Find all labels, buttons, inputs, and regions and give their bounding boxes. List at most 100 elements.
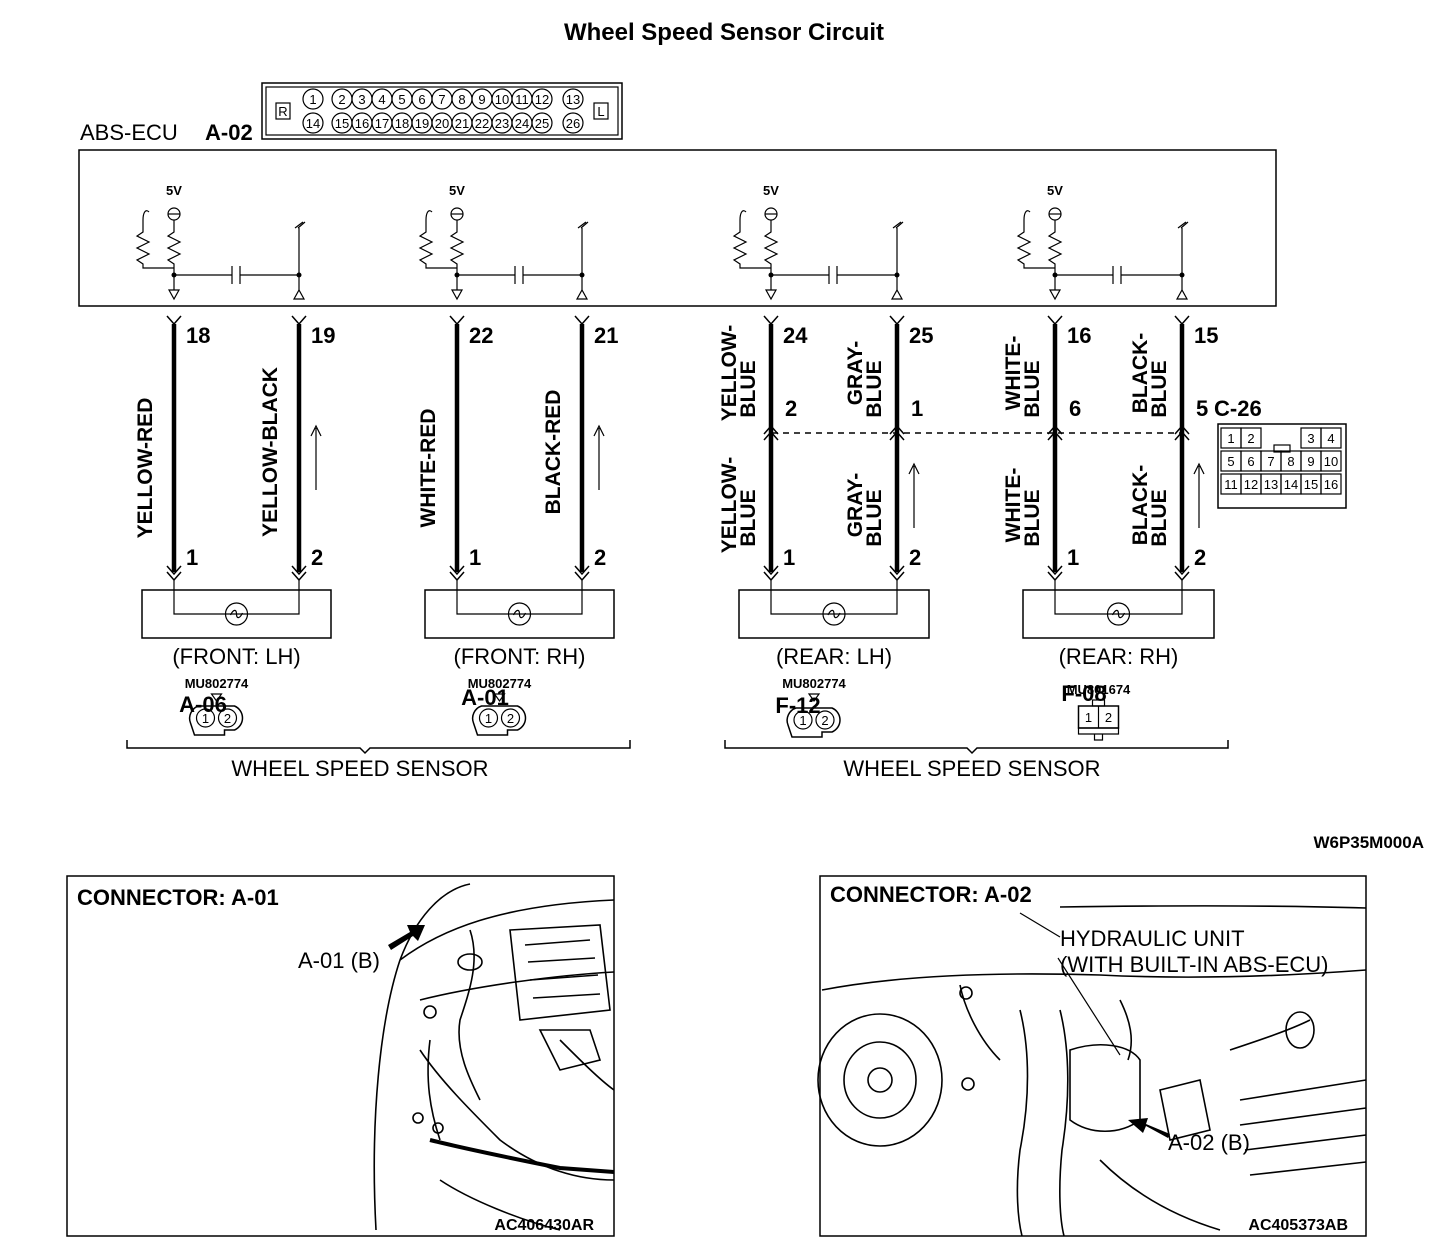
wire-color-label: WHITE- xyxy=(1002,468,1025,543)
sensor-pin-number: 2 xyxy=(594,545,606,570)
sensor-connector-pin: 2 xyxy=(507,711,514,726)
sensor-connector-pin: 1 xyxy=(799,713,806,728)
ecu-pin-number: 25 xyxy=(909,323,933,348)
sensor-connector-face xyxy=(471,705,527,736)
panel1-heading: CONNECTOR: A-01 xyxy=(77,885,279,910)
sensor-connector-face xyxy=(786,707,841,738)
panel2-note-line1: HYDRAULIC UNIT xyxy=(1060,926,1245,951)
ecu-pin-label: 18 xyxy=(395,116,409,131)
ecu-pin-number: 18 xyxy=(186,323,210,348)
ecu-pin-number: 21 xyxy=(594,323,618,348)
sensor-pin-number: 2 xyxy=(311,545,323,570)
c26-pin-label: 9 xyxy=(1307,454,1314,469)
c26-pin-label: 7 xyxy=(1267,454,1274,469)
ecu-pin-label: 9 xyxy=(478,92,485,107)
panel1-callout: A-01 (B) xyxy=(298,948,380,973)
sensor-coil-symbol xyxy=(822,602,846,626)
brace-front xyxy=(126,740,631,755)
ecu-pin-side-marker xyxy=(593,102,609,120)
input-marker xyxy=(1048,289,1062,301)
ecu-pin-label: 11 xyxy=(515,92,529,107)
ecu-pin-label: 6 xyxy=(418,92,425,107)
c26-pin-number: 1 xyxy=(911,396,923,421)
engine-bay-illustration xyxy=(373,883,615,1231)
wire-color-label: YELLOW-BLACK xyxy=(259,367,282,537)
sensor-connector-part: MU802774 xyxy=(782,676,846,691)
ecu-pin-label: 4 xyxy=(378,92,385,107)
sensor-pin-number: 1 xyxy=(186,545,198,570)
ecu-pin-label: 23 xyxy=(495,116,509,131)
ecu-connector-id: A-02 xyxy=(205,120,253,145)
input-marker xyxy=(764,289,778,301)
supply-5v-label: 5V xyxy=(763,183,779,198)
ecu-pin xyxy=(562,88,584,110)
sensor-connector-id: F-12 xyxy=(775,693,820,718)
ecu-pin-label: 7 xyxy=(438,92,445,107)
wire-color-label: BLUE xyxy=(1021,360,1044,417)
panel-connector-a02 xyxy=(817,875,1367,1237)
ecu-pin-label: 12 xyxy=(535,92,549,107)
sensor-coil-symbol xyxy=(507,602,532,626)
ecu-terminal-mark xyxy=(889,315,905,326)
c26-pin-label: 8 xyxy=(1287,454,1294,469)
c26-pin-number: 2 xyxy=(785,396,797,421)
sensor-pin-number: 1 xyxy=(783,545,795,570)
sensor-box xyxy=(141,589,332,639)
c26-pin-label: 5 xyxy=(1227,454,1234,469)
c26-pin-label: 11 xyxy=(1224,477,1238,492)
ecu-pin xyxy=(562,112,584,134)
output-marker xyxy=(575,288,589,300)
ecu-pin-label: 3 xyxy=(358,92,365,107)
c26-pin-cell xyxy=(1240,427,1262,449)
c26-pin-label: 3 xyxy=(1307,431,1314,446)
wire-color-label: BLUE xyxy=(1021,489,1044,546)
signal-direction-arrow xyxy=(908,462,920,528)
panel2-heading: CONNECTOR: A-02 xyxy=(830,882,1032,907)
c26-pin-cell xyxy=(1320,450,1342,472)
ecu-terminal-mark xyxy=(1047,315,1063,326)
ecu-pin-number: 16 xyxy=(1067,323,1091,348)
ecu-pin-label: 1 xyxy=(309,92,316,107)
sensor-connector-id: A-06 xyxy=(179,692,227,717)
ecu-pin-label: 16 xyxy=(355,116,369,131)
sensor-pin-number: 2 xyxy=(1194,545,1206,570)
ecu-pin-number: 15 xyxy=(1194,323,1218,348)
output-marker xyxy=(1175,288,1189,300)
sensor-pin-number: 1 xyxy=(1067,545,1079,570)
supply-5v-label: 5V xyxy=(166,183,182,198)
wire-color-label: BLUE xyxy=(1148,489,1171,546)
ecu-pin-number: 22 xyxy=(469,323,493,348)
panel2-callout: A-02 (B) xyxy=(1168,1130,1250,1155)
ecu-pin xyxy=(531,88,553,110)
c26-pin-number: 5 xyxy=(1196,396,1208,421)
ecu-pin-label: 14 xyxy=(306,116,320,131)
c26-pin-label: 1 xyxy=(1227,431,1234,446)
wire-color-label: YELLOW- xyxy=(718,457,741,553)
diagram-title: Wheel Speed Sensor Circuit xyxy=(564,19,884,46)
c26-pin-label: 16 xyxy=(1324,477,1338,492)
bias-resistor xyxy=(1016,210,1055,269)
ecu-pin-label: 24 xyxy=(515,116,529,131)
c26-terminal-mark xyxy=(1174,424,1190,441)
c26-pin-label: 10 xyxy=(1324,454,1338,469)
ecu-pin-label: 2 xyxy=(338,92,345,107)
callout-arrow-a02 xyxy=(1128,1118,1170,1138)
ecu-pin-label: 20 xyxy=(435,116,449,131)
sensor-connector-id: F-08 xyxy=(1061,681,1106,706)
sensor-box xyxy=(738,589,930,639)
panel1-code: AC406430AR xyxy=(494,1217,594,1234)
pullup-resistor xyxy=(166,220,182,275)
c26-pin-label: 2 xyxy=(1247,431,1254,446)
panel2-code: AC405373AB xyxy=(1248,1217,1348,1234)
ecu-pin-label: 21 xyxy=(455,116,469,131)
sensor-connector-part: MU802774 xyxy=(468,676,532,691)
bias-resistor xyxy=(732,210,771,269)
c26-label: C-26 xyxy=(1214,396,1262,421)
wire-color-label: BLACK- xyxy=(1129,333,1152,413)
group-label-rear: WHEEL SPEED SENSOR xyxy=(843,756,1100,781)
ecu-pin-label: 8 xyxy=(458,92,465,107)
input-marker xyxy=(167,289,181,301)
ecu-pin-label: 10 xyxy=(495,92,509,107)
pullup-resistor xyxy=(1047,220,1063,275)
